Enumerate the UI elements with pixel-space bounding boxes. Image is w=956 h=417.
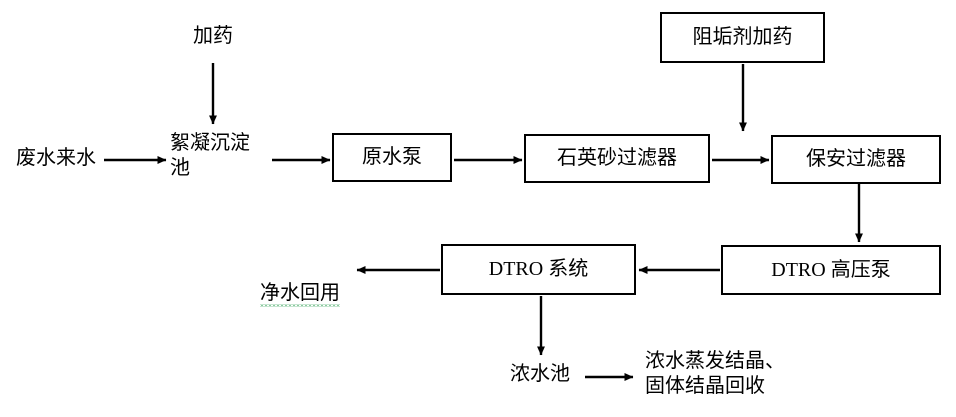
purified-water-reuse-text: 净水回用 [260, 282, 340, 307]
node-concentrate-pond: 浓水池 [510, 363, 570, 385]
node-dtro-system[interactable]: DTRO 系统 [441, 244, 636, 295]
node-quartz-sand-filter[interactable]: 石英砂过滤器 [524, 134, 710, 183]
node-wastewater-inflow: 废水来水 [16, 147, 96, 169]
node-security-filter[interactable]: 保安过滤器 [771, 135, 941, 184]
node-dtro-high-pressure-pump[interactable]: DTRO 高压泵 [721, 245, 941, 295]
node-evaporation-crystallization: 浓水蒸发结晶、 固体结晶回收 [645, 350, 785, 397]
node-raw-water-pump[interactable]: 原水泵 [332, 133, 452, 182]
node-dosing: 加药 [193, 25, 233, 47]
node-purified-water-reuse: 净水回用 [252, 256, 348, 304]
node-flocculation-sedimentation-tank: 絮凝沉淀 池 [170, 132, 250, 179]
node-scale-inhibitor-dosing[interactable]: 阻垢剂加药 [660, 12, 825, 63]
